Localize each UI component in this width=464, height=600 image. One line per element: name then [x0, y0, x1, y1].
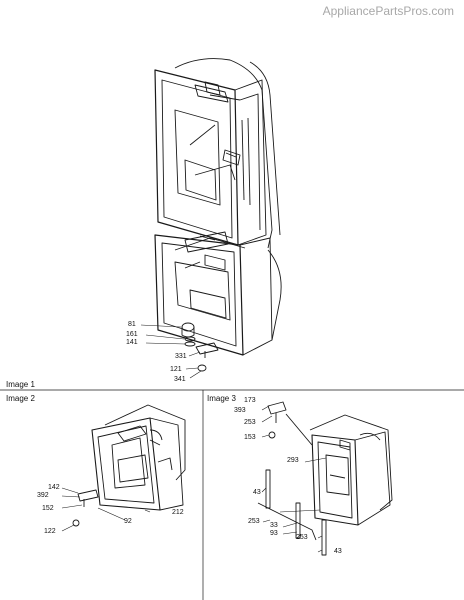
callout-341: 341 [174, 376, 186, 383]
section-label-image1: Image 1 [6, 380, 35, 389]
callout-43-bottom: 43 [334, 548, 342, 555]
callout-253-mid: 253 [248, 518, 260, 525]
callout-92: 92 [124, 518, 132, 525]
callout-33: 33 [270, 522, 278, 529]
image3-drawing [257, 401, 393, 556]
section-label-image3: Image 3 [207, 394, 236, 403]
callout-253-top: 253 [244, 419, 256, 426]
image1-small-parts [140, 322, 219, 379]
site-watermark: AppliancePartsPros.com [322, 4, 454, 18]
callout-212: 212 [172, 509, 184, 516]
callout-293: 293 [287, 457, 299, 464]
callout-152: 152 [42, 505, 54, 512]
callout-142: 142 [48, 484, 60, 491]
callout-153: 153 [244, 434, 256, 441]
callout-331: 331 [175, 353, 187, 360]
callout-173: 173 [244, 397, 256, 404]
callout-161: 161 [126, 331, 138, 338]
callout-393: 393 [234, 407, 246, 414]
image2-drawing [61, 404, 186, 532]
callout-81: 81 [128, 321, 136, 328]
callout-141: 141 [126, 339, 138, 346]
callout-253-bottom: 253 [296, 534, 308, 541]
callout-43-top: 43 [253, 489, 261, 496]
callout-121: 121 [170, 366, 182, 373]
upper-liner-drawing [154, 58, 281, 249]
lower-liner-drawing [154, 231, 282, 356]
section-label-image2: Image 2 [6, 394, 35, 403]
callout-93: 93 [270, 530, 278, 537]
callout-392: 392 [37, 492, 49, 499]
callout-122: 122 [44, 528, 56, 535]
